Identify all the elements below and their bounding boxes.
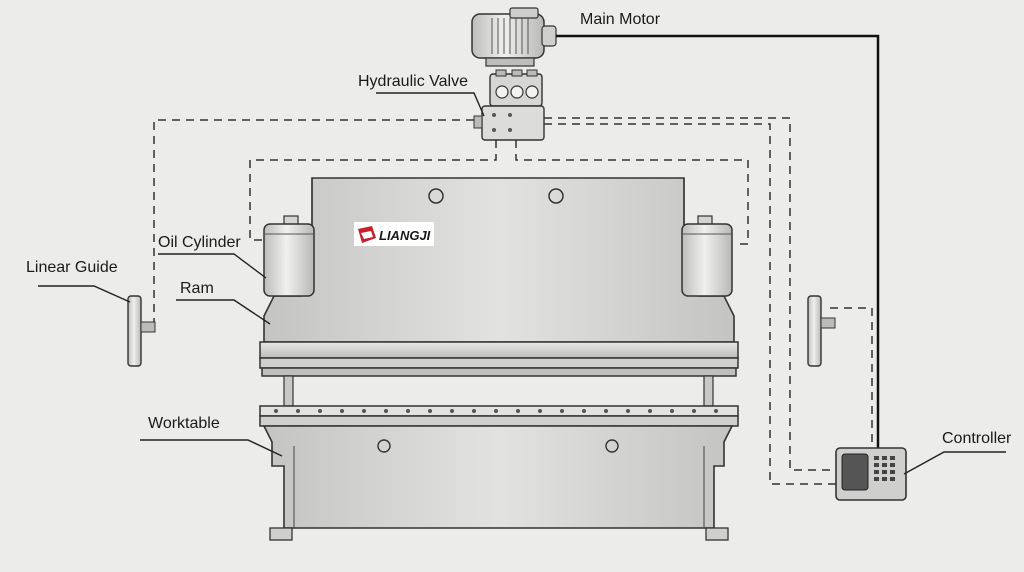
leader-lines [38,92,1006,475]
label-linear-guide: Linear Guide [26,259,118,276]
motor-controller-cable [556,34,880,448]
liangji-logo: LIANGJI [354,222,434,246]
column-right [703,375,714,407]
linear-guide-left [127,295,156,367]
worktable [259,405,739,541]
hydraulic-valve [473,69,545,141]
hydraulic-lines [153,117,873,485]
controller-screen [841,453,869,491]
ram [259,341,739,377]
column-left [283,375,294,407]
label-oil-cylinder: Oil Cylinder [158,234,241,251]
label-worktable: Worktable [148,415,220,432]
label-ram: Ram [180,280,214,297]
controller [835,447,907,501]
linear-guide-right [807,295,836,367]
logo-text: LIANGJI [379,228,431,243]
oil-cylinder-right [681,215,733,297]
main-motor [471,7,557,67]
oil-cylinder-left [263,215,315,297]
label-hydraulic-valve: Hydraulic Valve [358,73,468,90]
label-main-motor: Main Motor [580,11,661,28]
worktable-bolt-row [274,409,718,413]
upper-frame [263,177,735,343]
label-controller: Controller [942,430,1012,447]
controller-keypad [874,456,895,481]
